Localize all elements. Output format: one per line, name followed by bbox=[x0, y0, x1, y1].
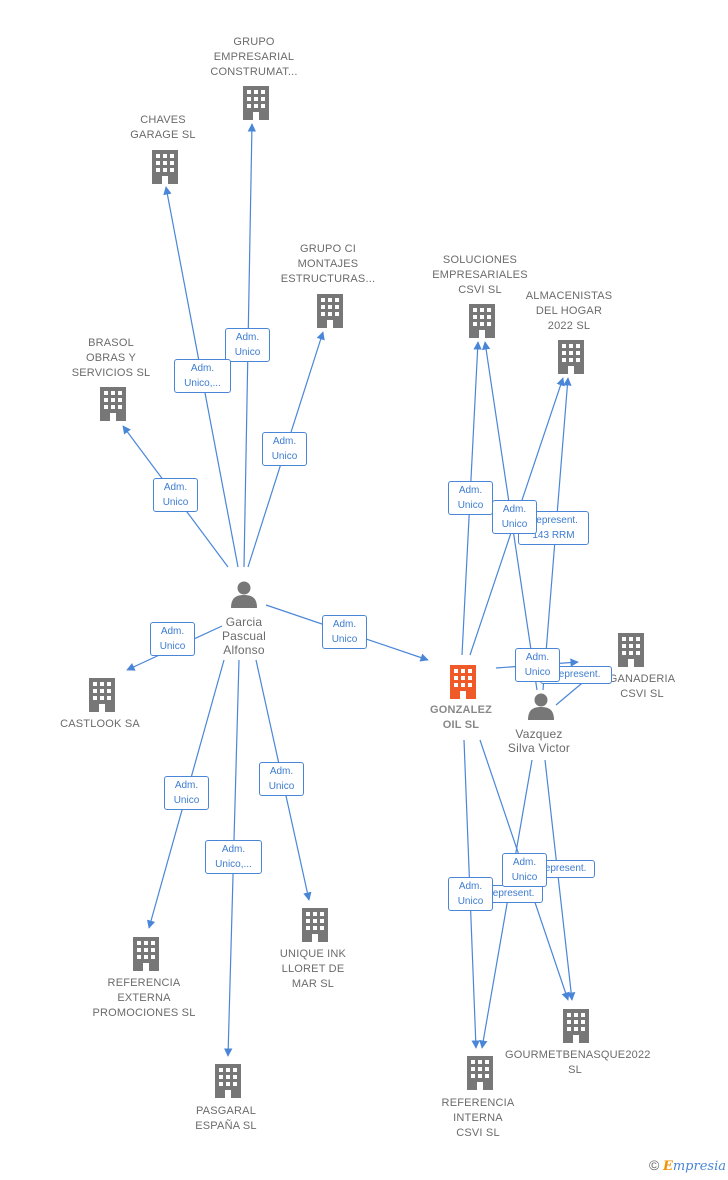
node-label-chaves[interactable]: CHAVES GARAGE SL bbox=[130, 114, 196, 141]
node-label-unique[interactable]: UNIQUE INK LLORET DE MAR SL bbox=[279, 948, 347, 990]
node-label-soluciones[interactable]: SOLUCIONES EMPRESARIALES CSVI SL bbox=[432, 254, 528, 296]
edge-label-represent-143[interactable]: Represent. 143 RRM bbox=[518, 511, 589, 545]
node-label-gourmet[interactable]: GOURMETBENASQUE2022 SL bbox=[505, 1049, 651, 1076]
edge-vazquez-gourmet bbox=[544, 759, 576, 1001]
node-label-brasol[interactable]: BRASOL OBRAS Y SERVICIOS SL bbox=[71, 337, 151, 379]
node-label-almacenistas[interactable]: ALMACENISTAS DEL HOGAR 2022 SL bbox=[525, 290, 613, 332]
edge-label-adm-unico[interactable]: Adm. Unico bbox=[150, 622, 195, 656]
empresia-footer[interactable]: © Empresia bbox=[649, 1157, 726, 1174]
building-icon-gonzalez-focus bbox=[450, 665, 476, 699]
copyright-symbol: © bbox=[648, 1157, 660, 1173]
edge-label-adm-unico[interactable]: Adm. Unico bbox=[164, 776, 209, 810]
node-label-refint[interactable]: REFERENCIA INTERNA CSVI SL bbox=[441, 1097, 515, 1139]
node-label-castlook[interactable]: CASTLOOK SA bbox=[60, 718, 140, 730]
empresia-logo: Empresia bbox=[663, 1159, 726, 1174]
node-label-gonzalez[interactable]: GONZALEZ OIL SL bbox=[429, 704, 493, 731]
building-icon-grupoci bbox=[317, 294, 343, 328]
brand-e: E bbox=[662, 1159, 673, 1174]
node-label-pasgaral[interactable]: PASGARAL ESPAÑA SL bbox=[195, 1105, 257, 1132]
building-icon-chaves bbox=[152, 150, 178, 184]
node-label-refext[interactable]: REFERENCIA EXTERNA PROMOCIONES SL bbox=[92, 977, 196, 1019]
building-icon-almacenistas bbox=[558, 340, 584, 374]
building-icon-ganaderia bbox=[618, 633, 644, 667]
edge-vazquez-refint bbox=[479, 759, 533, 1049]
person-icon-vazquez bbox=[528, 693, 554, 720]
building-icon-castlook bbox=[89, 678, 115, 712]
node-label-construmat[interactable]: GRUPO EMPRESARIAL CONSTRUMAT... bbox=[210, 36, 298, 78]
edge-label-adm-unico[interactable]: Adm. Unico bbox=[515, 648, 560, 682]
brand-rest: mpresia bbox=[672, 1159, 726, 1174]
edge-label-adm-unico[interactable]: Adm. Unico bbox=[502, 853, 547, 887]
person-label-vazquez[interactable]: Vazquez Silva Victor bbox=[507, 727, 571, 755]
edge-label-adm-unico-trunc[interactable]: Adm. Unico,... bbox=[174, 359, 231, 393]
building-icon-unique bbox=[302, 908, 328, 942]
building-icon-brasol bbox=[100, 387, 126, 421]
node-label-ganaderia[interactable]: GANADERIA CSVI SL bbox=[608, 673, 676, 700]
person-icon-garcia bbox=[231, 581, 257, 608]
building-icon-construmat bbox=[243, 86, 269, 120]
edge-label-adm-unico[interactable]: Adm. Unico bbox=[448, 481, 493, 515]
edge-label-adm-unico[interactable]: Adm. Unico bbox=[262, 432, 307, 466]
edge-label-adm-unico[interactable]: Adm. Unico bbox=[225, 328, 270, 362]
building-icon-refext bbox=[133, 937, 159, 971]
building-icon-gourmet bbox=[563, 1009, 589, 1043]
edge-label-adm-unico-trunc[interactable]: Adm. Unico,... bbox=[205, 840, 262, 874]
building-icon-pasgaral bbox=[215, 1064, 241, 1098]
person-label-garcia[interactable]: Garcia Pascual Alfonso bbox=[221, 615, 267, 657]
edge-label-adm-unico[interactable]: Adm. Unico bbox=[259, 762, 304, 796]
edge-label-adm-unico[interactable]: Adm. Unico bbox=[322, 615, 367, 649]
edge-label-adm-unico[interactable]: Adm. Unico bbox=[448, 877, 493, 911]
edge-label-adm-unico[interactable]: Adm. Unico bbox=[153, 478, 198, 512]
edge-label-adm-unico[interactable]: Adm. Unico bbox=[492, 500, 537, 534]
building-icon-soluciones bbox=[469, 304, 495, 338]
building-icon-refint bbox=[467, 1056, 493, 1090]
node-label-grupoci[interactable]: GRUPO CI MONTAJES ESTRUCTURAS... bbox=[280, 243, 376, 285]
